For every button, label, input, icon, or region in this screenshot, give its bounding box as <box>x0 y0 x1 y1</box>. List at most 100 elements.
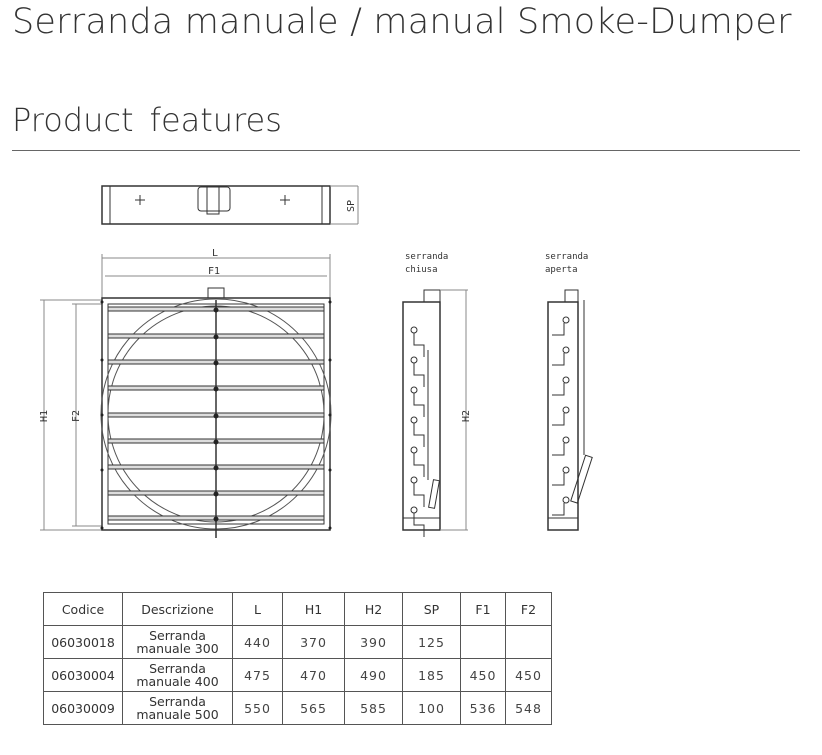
blade-link <box>552 353 565 366</box>
blade-link <box>413 483 425 507</box>
blade-pivot <box>213 465 219 471</box>
blade-pivot <box>410 446 418 454</box>
cell-f1: 536 <box>460 691 506 725</box>
bolt <box>328 358 332 362</box>
blade-link <box>413 363 425 387</box>
bolt <box>328 468 332 472</box>
col-header: H2 <box>344 592 403 626</box>
blade-link <box>413 423 425 447</box>
cell-f1: 450 <box>460 658 506 692</box>
bolt <box>100 468 104 472</box>
blade-pivot <box>562 436 570 444</box>
blade-link <box>552 473 565 486</box>
blade-pivot <box>410 476 418 484</box>
blade-pivot <box>410 356 418 364</box>
blade-pivot <box>562 316 570 324</box>
dim-f1-label: F1 <box>208 266 220 277</box>
blade-link <box>413 333 425 357</box>
blade-pivot <box>213 413 219 419</box>
open-label-line1: serranda <box>545 252 588 262</box>
col-header: H1 <box>282 592 345 626</box>
blade-pivot <box>410 506 418 514</box>
page-title: Serranda manuale / manual Smoke-Dumper <box>12 2 792 42</box>
blade-link <box>413 393 425 417</box>
cell-l: 475 <box>232 658 283 692</box>
cell-f1 <box>460 625 506 659</box>
side-view-open: serranda aperta <box>545 252 593 531</box>
cell-h1: 565 <box>282 691 345 725</box>
col-header: F2 <box>505 592 552 626</box>
dim-l-label: L <box>212 248 218 259</box>
blade-pivot <box>562 376 570 384</box>
blade-link <box>413 453 425 477</box>
cell-h1: 470 <box>282 658 345 692</box>
col-header: Descrizione <box>122 592 233 626</box>
table-header-row: Codice Descrizione L H1 H2 SP F1 F2 <box>43 592 552 626</box>
closed-label-line1: serranda <box>405 252 448 262</box>
blade-pivot <box>410 326 418 334</box>
bolt <box>100 300 104 304</box>
blade-link <box>552 323 565 336</box>
desc-line2: manuale 400 <box>136 674 219 689</box>
blade-pivot <box>213 334 219 340</box>
cell-code: 06030018 <box>43 625 123 659</box>
blade-pivot <box>213 386 219 392</box>
blade-link <box>413 513 425 537</box>
cell-h2: 390 <box>344 625 403 659</box>
cell-sp: 185 <box>402 658 461 692</box>
blade-pivot <box>562 406 570 414</box>
cell-f2: 548 <box>505 691 552 725</box>
desc-line1: Serranda <box>149 628 206 643</box>
cell-h2: 490 <box>344 658 403 692</box>
bolt <box>100 526 104 530</box>
dim-sp-label: SP <box>346 200 357 212</box>
cell-f2: 450 <box>505 658 552 692</box>
open-label-line2: aperta <box>545 265 578 275</box>
blade-link <box>552 383 565 396</box>
cell-l: 440 <box>232 625 283 659</box>
desc-line2: manuale 500 <box>136 707 219 722</box>
cell-h2: 585 <box>344 691 403 725</box>
divider <box>12 150 800 151</box>
technical-drawing: SP L F1 H1 F2 serranda chiusa H2 serrand… <box>39 185 593 538</box>
blade-pivot <box>410 386 418 394</box>
cell-code: 06030009 <box>43 691 123 725</box>
top-view: SP <box>101 185 359 225</box>
col-header: SP <box>402 592 461 626</box>
blade-pivot <box>562 496 570 504</box>
section-heading: Product features <box>12 101 282 139</box>
dim-h1-label: H1 <box>39 410 50 422</box>
blade-link <box>552 503 565 516</box>
blade-pivot <box>562 466 570 474</box>
bolt <box>328 526 332 530</box>
blade-pivot <box>213 439 219 445</box>
cell-sp: 100 <box>402 691 461 725</box>
desc-line1: Serranda <box>149 694 206 709</box>
col-header: F1 <box>460 592 506 626</box>
col-header: L <box>232 592 283 626</box>
blade-pivot <box>213 360 219 366</box>
col-header: Codice <box>43 592 123 626</box>
blade-pivot <box>213 516 219 522</box>
cell-f2 <box>505 625 552 659</box>
front-view: L F1 H1 F2 <box>39 248 332 538</box>
dimensions-table: Codice Descrizione L H1 H2 SP F1 F2 0603… <box>43 592 552 725</box>
bolt <box>100 358 104 362</box>
blade-pivot <box>213 491 219 497</box>
desc-line1: Serranda <box>149 661 206 676</box>
cell-sp: 125 <box>402 625 461 659</box>
blade-pivot <box>410 416 418 424</box>
blade-link <box>552 413 565 426</box>
blade-pivot <box>562 346 570 354</box>
bolt <box>328 300 332 304</box>
cell-l: 550 <box>232 691 283 725</box>
desc-line2: manuale 300 <box>136 641 219 656</box>
dim-f2-label: F2 <box>71 410 82 422</box>
blade-link <box>552 443 565 456</box>
cell-h1: 370 <box>282 625 345 659</box>
